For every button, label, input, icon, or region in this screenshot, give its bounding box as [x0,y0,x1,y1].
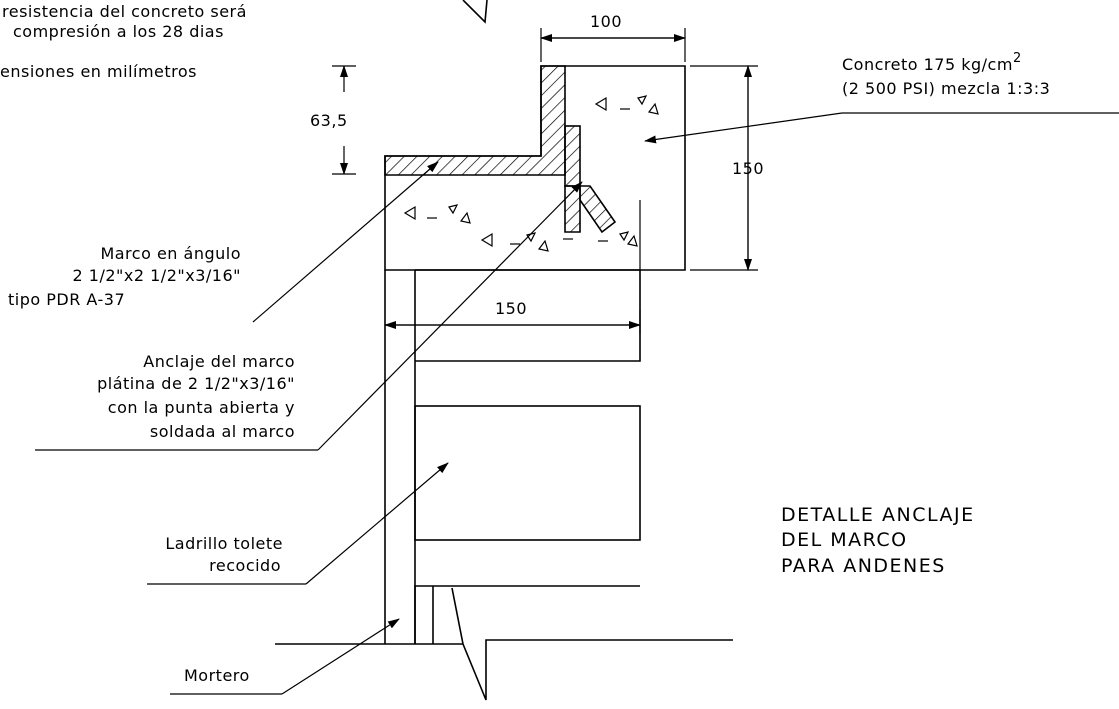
callout-brick: Ladrillo tolete recocido [147,462,449,585]
bottom-break-line [451,587,733,701]
aggregate-symbols [403,95,659,252]
frame-label-line2: 2 1/2"x2 1/2"x3/16" [73,266,241,285]
note-compression: compresión a los 28 dias [13,22,224,41]
anchor-label-line2: plátina de 2 1/2"x3/16" [97,374,295,393]
callout-anchor: Anclaje del marco plátina de 2 1/2"x3/16… [35,181,583,451]
note-dimensions: ensiones en milímetros [0,62,197,81]
frame-label-line3: tipo PDR A-37 [8,290,125,309]
top-break-line [462,0,488,24]
svg-text:Concreto 175 kg/cm2: Concreto 175 kg/cm2 [842,51,1022,74]
dim-left-height: 63,5 [310,65,356,175]
dim-top-width: 100 [540,12,686,62]
detail-title: DETALLE ANCLAJE DEL MARCO PARA ANDENES [781,504,975,577]
brick-lower [414,585,640,644]
title-line1: DETALLE ANCLAJE [781,504,975,526]
title-line3: PARA ANDENES [781,555,946,577]
angle-frame [384,65,566,176]
anchor-label-line4: soldada al marco [150,422,295,441]
dim-right-height: 150 [690,65,764,271]
concrete-label-superscript: 2 [1013,51,1022,66]
brick-upper [415,269,641,362]
anchor-plate-leg-right [579,185,617,234]
brick-middle [414,405,641,541]
dim-right-height-label: 150 [732,159,764,178]
anchor-label-line1: Anclaje del marco [143,352,295,371]
dim-bottom-width: 150 [384,299,641,334]
anchor-label-line3: con la punta abierta y [108,398,295,417]
mortar-label: Mortero [184,666,250,685]
brick-label-line1: Ladrillo tolete [165,534,283,553]
concrete-label-line2: (2 500 PSI) mezcla 1:3:3 [842,79,1050,98]
note-concrete-strength: resistencia del concreto será [2,2,247,21]
dim-top-width-label: 100 [590,12,622,31]
anchor-plate-leg-left [564,185,581,233]
dim-left-height-label: 63,5 [310,111,348,130]
callout-concrete: Concreto 175 kg/cm2 (2 500 PSI) mezcla 1… [644,51,1119,144]
anchor-plate-vertical [564,125,581,187]
dim-bottom-width-label: 150 [495,299,527,318]
brick-label-line2: recocido [209,556,281,575]
frame-label-line1: Marco en ángulo [100,244,241,263]
callout-frame: Marco en ángulo 2 1/2"x2 1/2"x3/16" tipo… [8,161,439,323]
concrete-label-line1: Concreto 175 kg/cm [842,55,1013,74]
title-line2: DEL MARCO [781,529,908,551]
callout-mortar: Mortero [170,618,400,695]
